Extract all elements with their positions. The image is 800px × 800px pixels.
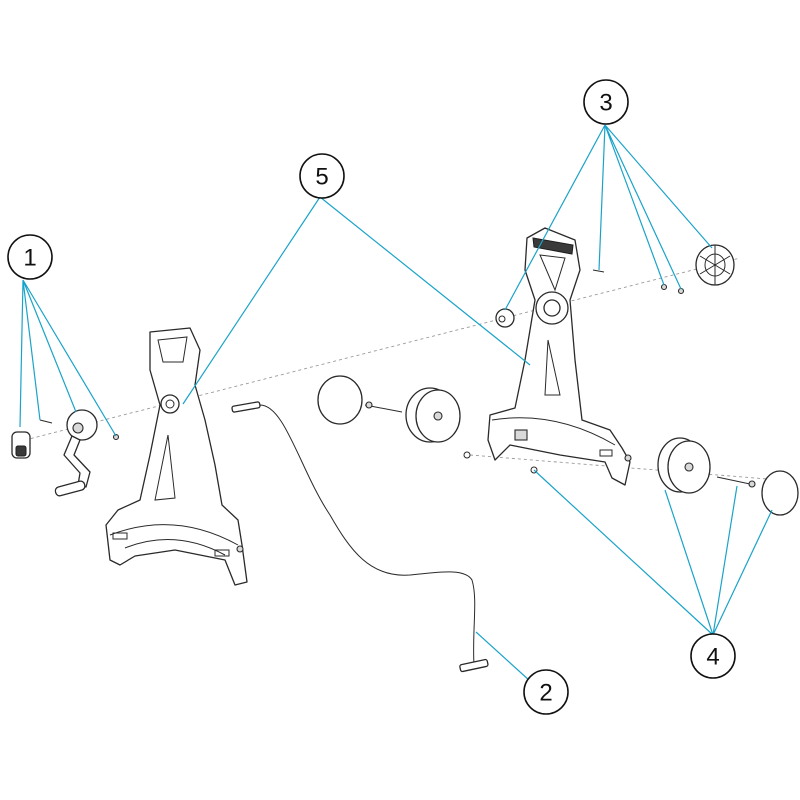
left-wheel-assembly bbox=[317, 375, 471, 459]
callout-3: 3 bbox=[583, 79, 629, 125]
bushing-bore bbox=[498, 315, 506, 323]
wheel-right-washer bbox=[530, 466, 538, 474]
hose-fitting-top bbox=[231, 401, 261, 413]
crank-washer bbox=[112, 433, 120, 441]
frame-body bbox=[487, 227, 631, 486]
frame-window bbox=[154, 434, 176, 501]
frame-foot-slot bbox=[599, 449, 613, 457]
callout-2: 2 bbox=[523, 669, 569, 715]
frame-foot-bolt bbox=[624, 454, 632, 462]
hub-disk-spokes bbox=[699, 245, 731, 285]
leader-5 bbox=[182, 196, 531, 405]
frame-top-slot bbox=[539, 254, 566, 292]
frame-latch bbox=[514, 429, 528, 441]
frame-hub-hole bbox=[165, 399, 175, 409]
frame-hub bbox=[543, 299, 561, 317]
callout-3-label: 3 bbox=[599, 90, 612, 117]
hubcap-right bbox=[761, 470, 799, 516]
hub-screw bbox=[592, 269, 605, 273]
wheel-left-hub bbox=[433, 411, 443, 421]
frame-window bbox=[544, 339, 561, 396]
frame-foot-slot-right bbox=[214, 549, 230, 557]
handle-cap-insert bbox=[15, 445, 27, 457]
wheel-left-washer bbox=[463, 451, 471, 459]
frame-base-inner bbox=[124, 539, 226, 556]
hose-fitting-bottom bbox=[459, 658, 489, 673]
left-a-frame bbox=[105, 327, 248, 586]
callout-4: 4 bbox=[690, 633, 736, 679]
callout-1: 1 bbox=[7, 234, 53, 280]
right-wheel-assembly bbox=[530, 437, 799, 516]
frame-foot-slot bbox=[112, 532, 128, 540]
callout-5-label: 5 bbox=[315, 164, 328, 191]
crank-hub-center bbox=[72, 422, 84, 434]
callout-4-label: 4 bbox=[706, 644, 719, 671]
axle-left-head bbox=[365, 401, 373, 409]
hub-washer-b bbox=[677, 287, 685, 295]
hubcap-left bbox=[317, 375, 363, 425]
leader-lines bbox=[19, 124, 773, 682]
right-a-frame bbox=[487, 227, 632, 486]
frame-foot-bolt bbox=[236, 545, 244, 553]
crank-arm bbox=[63, 435, 91, 488]
frame-base-curve bbox=[491, 417, 616, 446]
axle-right-head bbox=[748, 480, 756, 488]
frame-hub bbox=[160, 394, 180, 414]
callout-5: 5 bbox=[299, 153, 345, 199]
leader-4 bbox=[533, 469, 773, 636]
crank-screw bbox=[39, 419, 53, 424]
frame-top-slot bbox=[157, 336, 188, 363]
hose-connector bbox=[231, 401, 489, 673]
leader-2 bbox=[475, 631, 531, 682]
crank-handle-assembly bbox=[11, 409, 120, 497]
hub-washer-a bbox=[660, 283, 668, 291]
frame-base-curve bbox=[109, 524, 239, 546]
leader-3 bbox=[504, 124, 713, 311]
frame-body bbox=[105, 327, 248, 586]
wheel-right-hub bbox=[684, 462, 694, 472]
leader-1 bbox=[19, 279, 117, 437]
hose-line bbox=[259, 404, 476, 666]
callout-2-label: 2 bbox=[539, 680, 552, 707]
frame-grip bbox=[532, 237, 574, 255]
callout-1-label: 1 bbox=[23, 245, 36, 272]
axle-right bbox=[716, 476, 751, 485]
hub-hardware-assembly bbox=[495, 244, 735, 328]
crank-grip bbox=[54, 480, 86, 497]
assembly-axes bbox=[24, 257, 781, 481]
